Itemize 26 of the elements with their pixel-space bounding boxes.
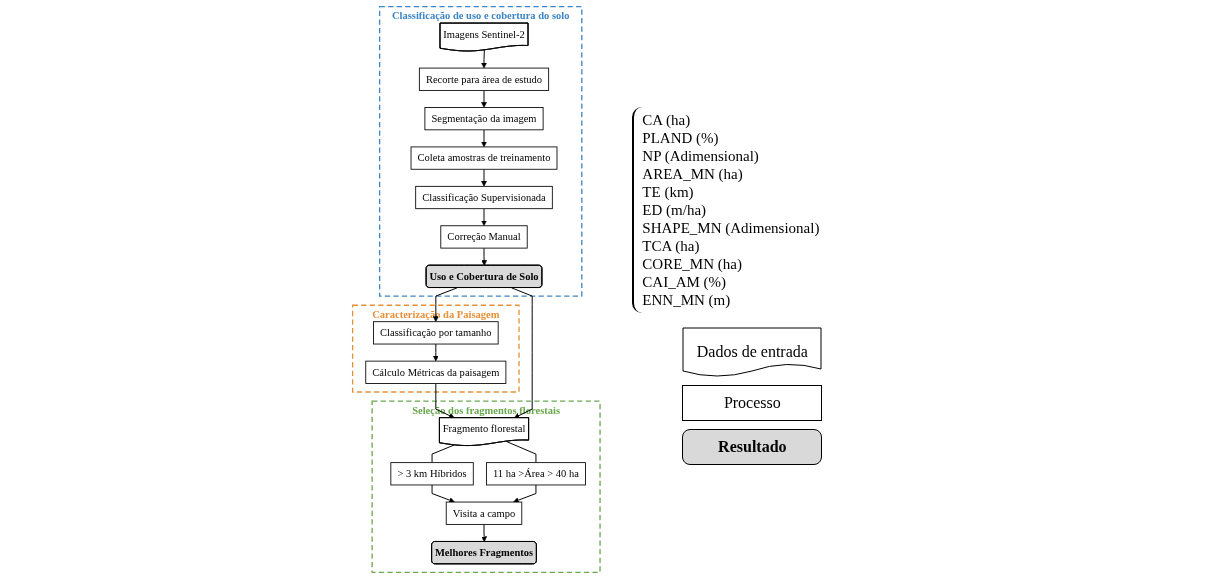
metric-label: TE (km) (642, 182, 695, 201)
metric-label: PLAND (%) (642, 128, 720, 147)
node-box: Visita a campo (445, 501, 522, 525)
metric-label: AREA_MN (ha) (642, 164, 744, 183)
node-box: Segmentação da imagem (424, 107, 544, 131)
metric-label: ED (m/ha) (642, 200, 708, 219)
node-box: Cálculo Métricas da paisagem (365, 360, 506, 384)
result-legend-box: Resultado (682, 428, 823, 465)
node-box: > 3 km Híbridos (390, 462, 474, 486)
node-box: 11 ha >Área > 40 ha (485, 462, 586, 486)
metric-label: NP (Adimensional) (642, 146, 760, 165)
legend-label: Dados de entrada (696, 342, 808, 361)
metric-label: CORE_MN (ha) (642, 254, 743, 273)
metric-label: CA (ha) (642, 110, 692, 129)
connector (505, 441, 537, 464)
metric-label: CAI_AM (%) (642, 272, 728, 291)
metric-label: ENN_MN (m) (642, 290, 732, 309)
node-box: Classificação por tamanho (372, 321, 499, 345)
metric-label: SHAPE_MN (Adimensional) (642, 218, 821, 237)
node-box: Correção Manual (440, 225, 528, 249)
node-box: Coleta amostras de treinamento (410, 146, 558, 170)
process-legend-box: Processo (682, 384, 823, 421)
connector (431, 444, 455, 464)
node-box: Recorte para área de estudo (418, 67, 549, 91)
node-box: Classificação Supervisionada (414, 185, 553, 210)
metric-label: TCA (ha) (642, 236, 701, 255)
